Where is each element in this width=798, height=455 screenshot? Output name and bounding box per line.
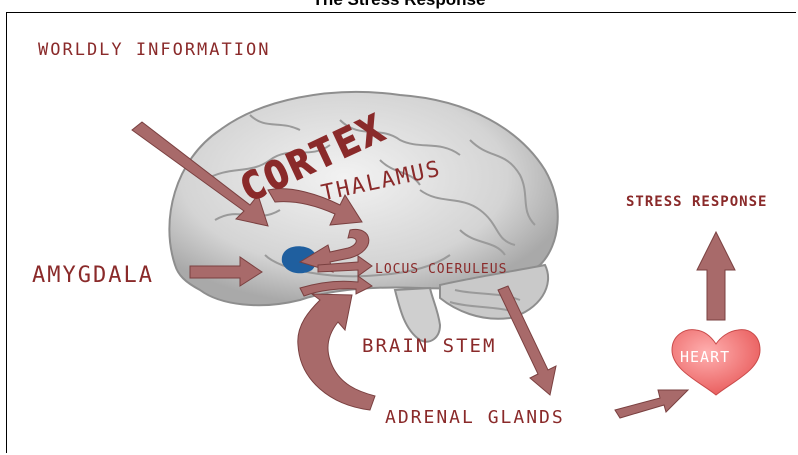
heart-stress-arrow	[697, 232, 735, 320]
brainstem-shape	[395, 288, 440, 342]
amygdala-label: AMYGDALA	[32, 263, 154, 288]
adrenal-heart-arrow	[615, 390, 688, 418]
heart-label: HEART	[680, 348, 730, 366]
brain-stem-label: BRAIN STEM	[362, 335, 496, 357]
stress-response-label: STRESS RESPONSE	[626, 194, 767, 210]
worldly-information-label: WORLDLY INFORMATION	[38, 40, 270, 60]
locus-coeruleus-label: LOCUS COERULEUS	[375, 262, 507, 277]
adrenal-glands-label: ADRENAL GLANDS	[385, 407, 565, 428]
